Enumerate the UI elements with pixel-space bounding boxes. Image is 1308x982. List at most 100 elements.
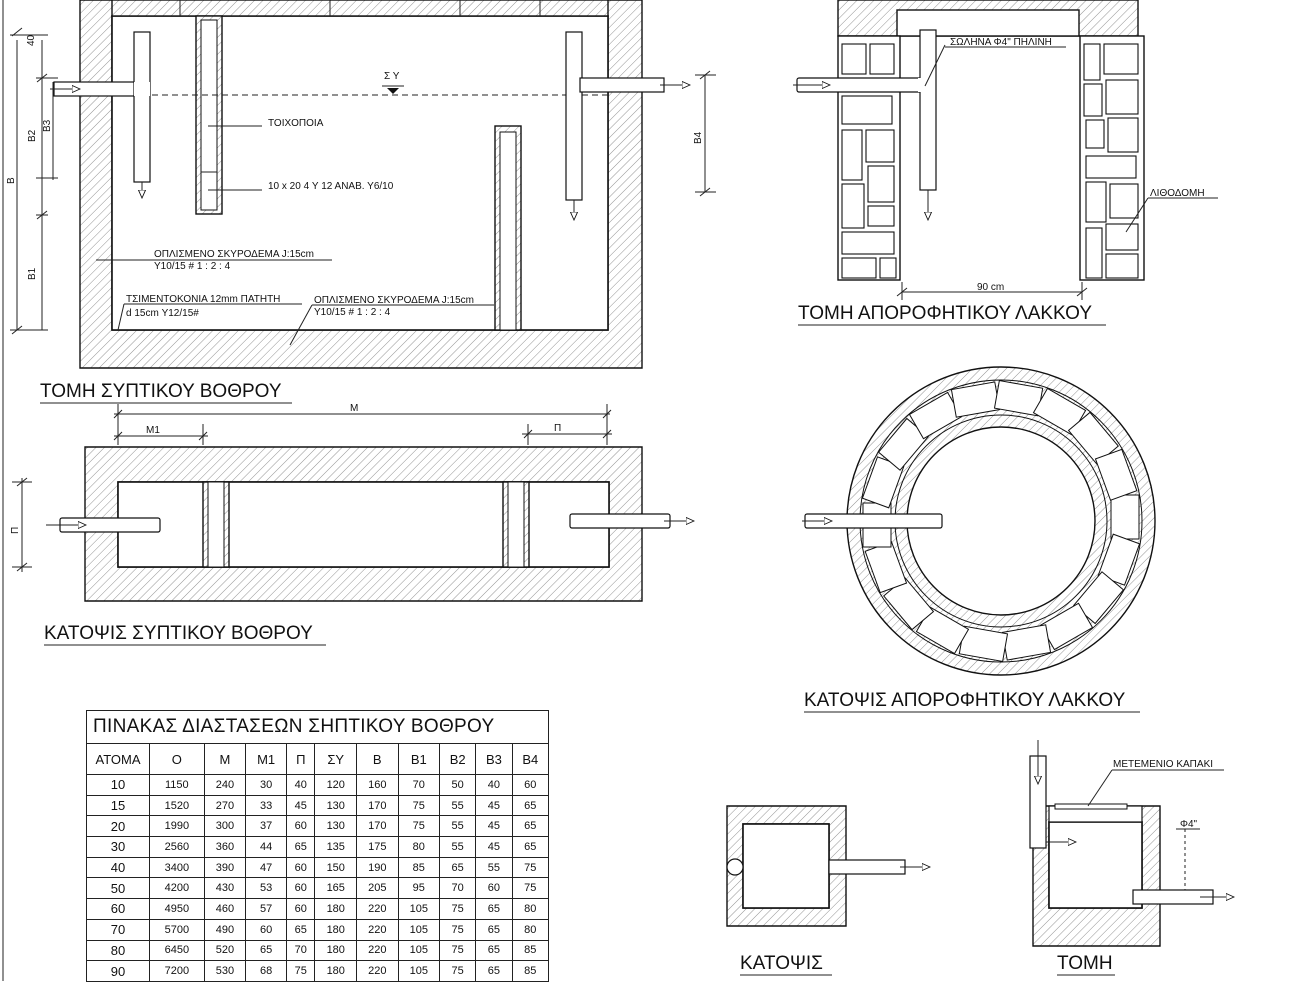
septic-section-title: ΤΟΜΗ ΣΥΠΤΙΚΟΥ ΒΟΘΡΟΥ bbox=[40, 381, 282, 402]
table-cell: 75 bbox=[511, 877, 550, 900]
absorb-section-title: ΤΟΜΗ ΑΠΟΡΟΦΗΤΙΚΟΥ ΛΑΚΚΟΥ bbox=[798, 303, 1092, 324]
table-cell: 80 bbox=[511, 898, 550, 920]
table-cell: 85 bbox=[511, 960, 550, 982]
table-cell: 45 bbox=[475, 836, 513, 858]
table-cell: 60 bbox=[286, 877, 316, 900]
table-cell: 68 bbox=[245, 960, 288, 982]
table-cell: 85 bbox=[397, 856, 441, 879]
table-cell: 105 bbox=[397, 918, 441, 941]
table-header-cell: Β1 bbox=[397, 743, 441, 775]
table-cell: 220 bbox=[356, 918, 399, 941]
table-cell: 65 bbox=[475, 918, 513, 941]
table-cell: 37 bbox=[245, 815, 288, 838]
table-cell: 220 bbox=[356, 960, 399, 982]
table-cell: 520 bbox=[203, 939, 247, 962]
table-cell: 175 bbox=[356, 836, 399, 858]
table-cell: 40 bbox=[475, 774, 513, 796]
ring-stone bbox=[1110, 494, 1140, 540]
absorb-plan-title: ΚΑΤΟΨΙΣ ΑΠΟΡΟΦΗΤΙΚΟΥ ΛΑΚΚΟΥ bbox=[804, 690, 1126, 711]
table-cell: 205 bbox=[356, 877, 399, 900]
dimensions-table: ΠΙΝΑΚΑΣ ΔΙΑΣΤΑΣΕΩΝ ΣΗΠΤΙΚΟΥ ΒΟΘΡΟΥ ΑΤΟΜΑ… bbox=[86, 710, 550, 982]
table-cell: 130 bbox=[314, 794, 357, 817]
clay-pipe-label: ΣΩΛΗΝΑ Φ4" ΠΗΛΙΝΗ bbox=[950, 37, 1052, 48]
table-cell: 30 bbox=[86, 836, 150, 858]
table-cell: 190 bbox=[356, 856, 399, 879]
table-cell: 40 bbox=[286, 774, 316, 796]
table-cell: 53 bbox=[245, 877, 288, 900]
table-cell: 15 bbox=[86, 794, 150, 817]
table-cell: 70 bbox=[397, 774, 441, 796]
table-cell: 5700 bbox=[149, 918, 205, 941]
rc-wall-label-2: Υ10/15 # 1 : 2 : 4 bbox=[154, 261, 231, 272]
table-header-cell: Β4 bbox=[511, 743, 550, 775]
table-cell: 65 bbox=[475, 960, 513, 982]
table-cell: 65 bbox=[475, 939, 513, 962]
table-cell: 130 bbox=[314, 815, 357, 838]
table-cell: 80 bbox=[511, 918, 550, 941]
stonework-label: ΛΙΘΟΔΟΜΗ bbox=[1150, 188, 1205, 199]
table-cell: 1520 bbox=[149, 794, 205, 817]
table-cell: 240 bbox=[203, 774, 247, 796]
table-cell: 490 bbox=[203, 918, 247, 941]
table-cell: 170 bbox=[356, 815, 399, 838]
table-cell: 50 bbox=[86, 877, 150, 900]
table-cell: 80 bbox=[86, 939, 150, 962]
table-cell: 50 bbox=[439, 774, 477, 796]
dim-b4: Β4 bbox=[693, 131, 704, 144]
table-cell: 530 bbox=[203, 960, 247, 982]
dim-m: Μ bbox=[350, 403, 358, 414]
dim-m1: Μ1 bbox=[146, 425, 160, 436]
metal-cover bbox=[1054, 803, 1128, 810]
table-cell: 270 bbox=[203, 794, 247, 817]
table-cell: 95 bbox=[397, 877, 441, 900]
dim-40: 40 bbox=[26, 34, 37, 46]
small-section-title: ΤΟΜΗ bbox=[1057, 953, 1113, 974]
water-level-icon bbox=[387, 88, 399, 94]
small-plan: ΚΑΤΟΨΙΣ bbox=[726, 805, 930, 976]
left-stone-wall bbox=[841, 43, 897, 279]
table-cell: 65 bbox=[511, 815, 550, 838]
table-cell: 57 bbox=[245, 898, 288, 920]
table-cell: 33 bbox=[245, 794, 288, 817]
table-cell: 180 bbox=[314, 898, 357, 920]
ring-stones bbox=[861, 380, 1141, 662]
table-cell: 460 bbox=[203, 898, 247, 920]
dim-b1: Β1 bbox=[27, 267, 38, 280]
table-header-cell: ΑΤΟΜΑ bbox=[86, 743, 150, 775]
table-cell: 45 bbox=[475, 794, 513, 817]
table-cell: 75 bbox=[439, 898, 477, 920]
table-cell: 60 bbox=[286, 856, 316, 879]
table-cell: 44 bbox=[245, 836, 288, 858]
table-cell: 60 bbox=[511, 774, 550, 796]
table-cell: 430 bbox=[203, 877, 247, 900]
small-pipe-label: Φ4" bbox=[1180, 819, 1198, 830]
table-header-cell: Π bbox=[286, 743, 316, 775]
dim-b2: Β2 bbox=[27, 129, 38, 142]
table-cell: 1990 bbox=[149, 815, 205, 838]
septic-tank-section: Σ Υ ΤΟΙΧΟΠΟΙΑ 10 x 20 4 Υ 12 ΑΝΑΒ. Υ6/10… bbox=[6, 0, 716, 404]
table-cell: 10 bbox=[86, 774, 150, 796]
table-cell: 160 bbox=[356, 774, 399, 796]
table-cell: 60 bbox=[286, 898, 316, 920]
ring-stone bbox=[1094, 448, 1138, 501]
table-cell: 3400 bbox=[149, 856, 205, 879]
table-cell: 47 bbox=[245, 856, 288, 879]
table-cell: 360 bbox=[203, 836, 247, 858]
table-cell: 180 bbox=[314, 939, 357, 962]
cement-label-2: d 15cm Υ12/15# bbox=[126, 308, 199, 319]
dim-p-top: Π bbox=[554, 423, 561, 434]
table-cell: 70 bbox=[286, 939, 316, 962]
table-cell: 170 bbox=[356, 794, 399, 817]
table-cell: 180 bbox=[314, 918, 357, 941]
table-cell: 105 bbox=[397, 939, 441, 962]
table-cell: 220 bbox=[356, 898, 399, 920]
outlet-pipe bbox=[565, 31, 583, 201]
